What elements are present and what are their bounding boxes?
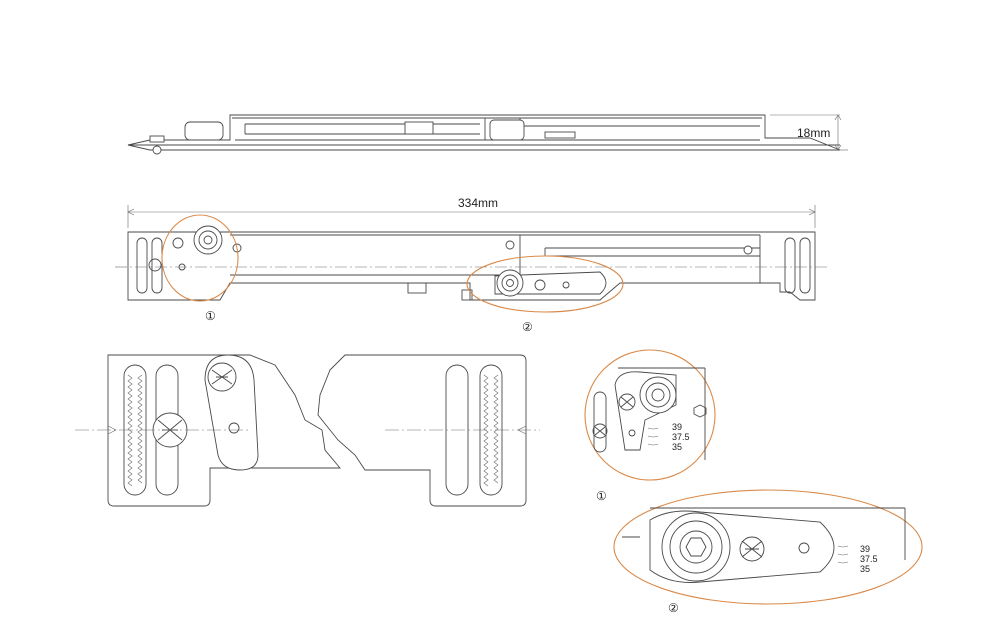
length-dimension-label: 334mm <box>458 196 498 210</box>
detail-2 <box>613 489 923 605</box>
height-dimension-label: 18mm <box>797 126 830 140</box>
top-view <box>115 205 830 313</box>
enlarged-bracket-view <box>75 354 540 507</box>
callout-1-top: ① <box>205 309 216 323</box>
detail-1-value-35: 35 <box>672 442 682 452</box>
detail-1-value-39: 39 <box>672 422 682 432</box>
callout-1-detail: ① <box>596 489 607 503</box>
callout-2-top: ② <box>522 320 533 334</box>
side-view <box>127 114 848 155</box>
detail-1 <box>584 349 716 481</box>
callout-2-detail: ② <box>668 601 679 615</box>
detail-2-value-37-5: 37.5 <box>860 554 878 564</box>
detail-2-value-39: 39 <box>860 544 870 554</box>
detail-2-value-35: 35 <box>860 564 870 574</box>
detail-1-value-37-5: 37.5 <box>672 432 690 442</box>
